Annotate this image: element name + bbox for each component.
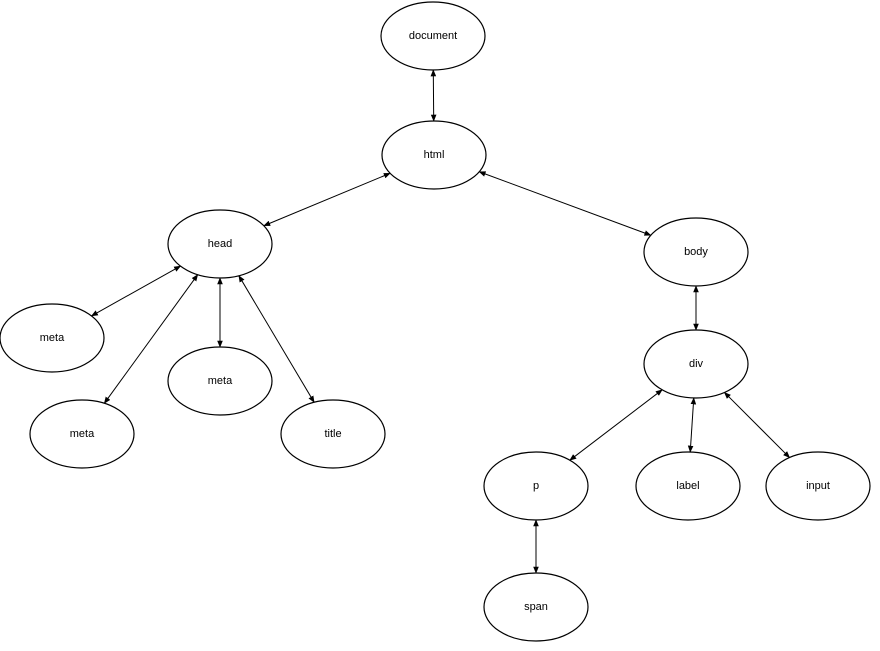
node-shape-meta2 <box>29 399 135 469</box>
edge-div-input <box>723 391 791 459</box>
node-head: head <box>167 209 273 279</box>
node-shape-html <box>381 120 487 190</box>
node-shape-label <box>635 451 741 521</box>
node-html: html <box>381 120 487 190</box>
node-label-head: head <box>208 238 232 250</box>
node-div: div <box>643 329 749 399</box>
edges-layer <box>90 69 791 574</box>
node-label-meta1: meta <box>40 332 65 344</box>
edge-html-body <box>478 171 652 236</box>
node-shape-input <box>765 451 871 521</box>
node-label-label: label <box>676 480 699 492</box>
node-label-title: title <box>324 428 341 440</box>
node-label-document: document <box>409 30 457 42</box>
node-p: p <box>483 451 589 521</box>
node-shape-head <box>167 209 273 279</box>
node-meta3: meta <box>167 346 273 416</box>
edge-head-meta1 <box>90 265 182 317</box>
edge-div-label <box>687 397 697 453</box>
node-label-html: html <box>424 149 445 161</box>
edge-html-head <box>263 172 391 227</box>
edge-head-meta2 <box>103 274 199 404</box>
node-label-body: body <box>684 246 708 258</box>
node-label-input: input <box>806 480 830 492</box>
edge-head-title <box>238 275 315 403</box>
node-title: title <box>280 399 386 469</box>
node-label-meta2: meta <box>70 428 95 440</box>
node-document: document <box>380 1 486 71</box>
node-label-meta3: meta <box>208 375 233 387</box>
node-shape-meta1 <box>0 303 105 373</box>
node-meta1: meta <box>0 303 105 373</box>
node-shape-body <box>643 217 749 287</box>
node-label: label <box>635 451 741 521</box>
node-label-p: p <box>533 480 539 492</box>
node-shape-title <box>280 399 386 469</box>
node-label-span: span <box>524 601 548 613</box>
node-shape-div <box>643 329 749 399</box>
node-span: span <box>483 572 589 642</box>
node-input: input <box>765 451 871 521</box>
nodes-layer: document html head body meta meta meta title div… <box>0 1 871 642</box>
node-shape-document <box>380 1 486 71</box>
node-label-div: div <box>689 358 704 370</box>
edge-div-p <box>569 389 663 461</box>
node-shape-meta3 <box>167 346 273 416</box>
node-shape-p <box>483 451 589 521</box>
node-meta2: meta <box>29 399 135 469</box>
node-shape-span <box>483 572 589 642</box>
node-body: body <box>643 217 749 287</box>
